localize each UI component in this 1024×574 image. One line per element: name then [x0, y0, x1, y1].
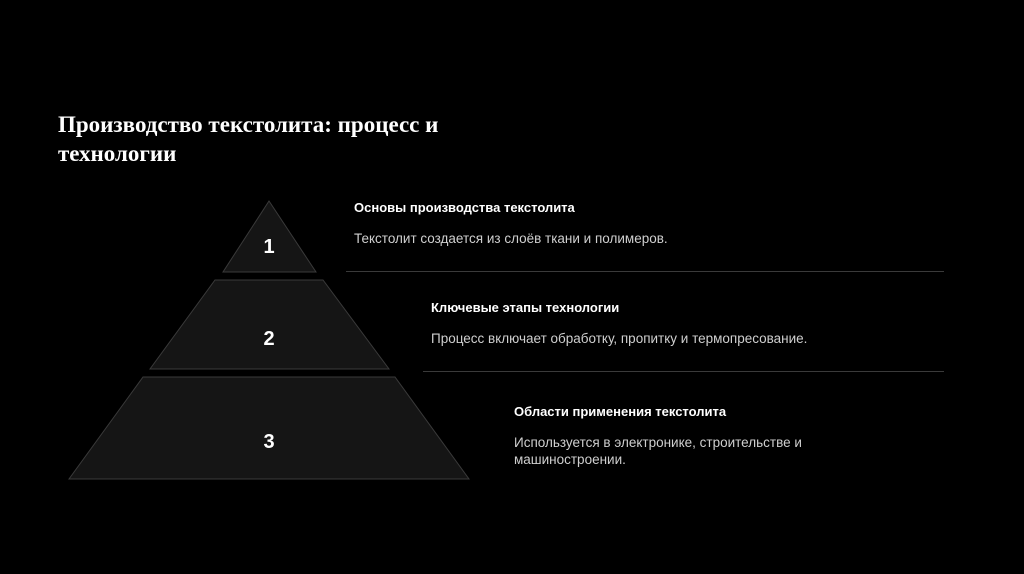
slide-title: Производство текстолита: процесс и техно…	[58, 112, 439, 166]
item-3: Области применения текстолита Использует…	[514, 404, 854, 468]
item-3-description: Используется в электронике, строительств…	[514, 435, 802, 467]
pyramid-tier-1	[222, 200, 317, 273]
item-1: Основы производства текстолита Текстолит…	[354, 200, 914, 247]
tier-2-number: 2	[263, 328, 274, 350]
separator-2	[423, 371, 944, 372]
item-2-description: Процесс включает обработку, пропитку и т…	[431, 331, 808, 346]
item-2: Ключевые этапы технологии Процесс включа…	[431, 300, 931, 347]
item-3-heading: Области применения текстолита	[514, 404, 727, 419]
tier-3-number: 3	[263, 431, 274, 453]
item-1-description: Текстолит создается из слоёв ткани и пол…	[354, 231, 668, 246]
pyramid-tier-2	[149, 279, 390, 370]
item-2-heading: Ключевые этапы технологии	[431, 300, 620, 315]
separator-1	[346, 271, 944, 272]
item-1-heading: Основы производства текстолита	[354, 200, 575, 215]
tier-1-number: 1	[263, 236, 274, 258]
pyramid-tier-3	[68, 376, 470, 480]
